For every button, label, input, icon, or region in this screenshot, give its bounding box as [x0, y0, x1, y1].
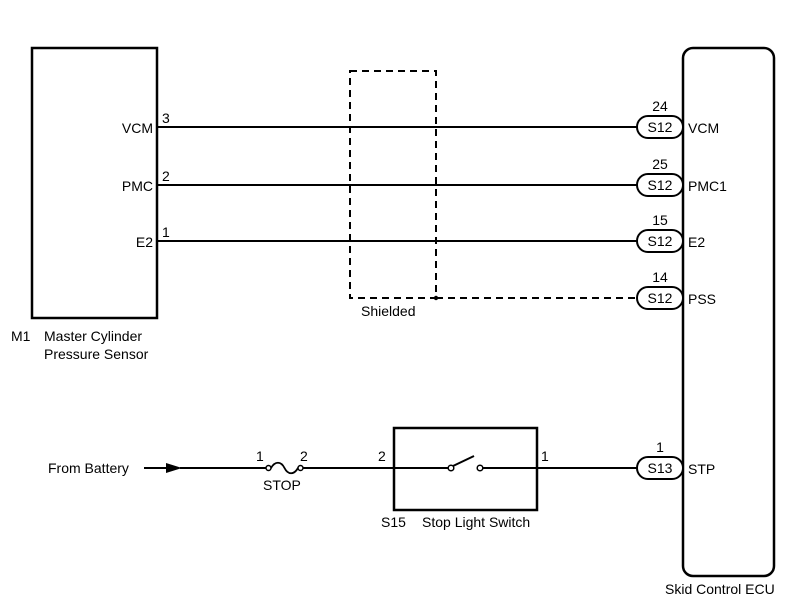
ecu-connector-pmc1: S12 25 PMC1 — [636, 156, 727, 197]
fuse-pin-left: 1 — [256, 448, 264, 464]
ecu-pin-label: E2 — [688, 234, 705, 250]
sensor-pin-number-3: 3 — [162, 110, 170, 126]
connector-code: S13 — [648, 460, 673, 476]
ecu-connector-stp: S13 1 STP — [636, 439, 715, 480]
connector-pill — [636, 229, 684, 253]
arrow-right-icon — [166, 463, 182, 473]
fuse-pin-right: 2 — [300, 448, 308, 464]
connector-code: S12 — [648, 119, 673, 135]
ecu-pin-number: 25 — [652, 156, 668, 172]
connector-pill — [636, 115, 684, 139]
switch-contact-left — [447, 464, 455, 472]
switch-contact-right — [476, 464, 484, 472]
ecu-connector-vcm: S12 24 VCM — [636, 98, 719, 139]
ecu-pin-number: 14 — [652, 269, 668, 285]
fuse-icon — [270, 461, 299, 475]
ecu-connector-pss: S12 14 PSS — [636, 269, 716, 310]
sensor-pin-label-vcm: VCM — [122, 120, 153, 136]
ecu-pin-number: 24 — [652, 98, 668, 114]
ecu-pin-label: PMC1 — [688, 178, 727, 194]
sensor-pin-label-pmc: PMC — [122, 178, 153, 194]
sensor-pin-number-2: 2 — [162, 168, 170, 184]
connector-pill — [636, 286, 684, 310]
ecu-box — [681, 46, 776, 578]
ecu-connector-e2: S12 15 E2 — [636, 212, 705, 253]
switch-pin-left: 2 — [378, 448, 386, 464]
sensor-pin-label-e2: E2 — [136, 234, 153, 250]
fuse-name: STOP — [263, 477, 301, 493]
sensor-pin-number-1: 1 — [162, 224, 170, 240]
fuse-stop: 1 2 STOP — [256, 448, 308, 493]
shield-junction-dot — [433, 295, 439, 301]
ecu-pin-label: PSS — [688, 291, 716, 307]
switch-pin-right: 1 — [541, 448, 549, 464]
shield-label: Shielded — [361, 303, 416, 319]
ecu-pin-number: 1 — [656, 439, 664, 455]
stop-light-switch: 2 1 S15 Stop Light Switch — [378, 426, 549, 530]
switch-name: Stop Light Switch — [422, 514, 530, 530]
switch-code: S15 — [381, 514, 406, 530]
sensor-code: M1 — [11, 328, 31, 344]
connector-code: S12 — [648, 290, 673, 306]
ecu-pin-label: STP — [688, 461, 715, 477]
sensor-box — [30, 46, 159, 320]
sensor-name-line1: Master Cylinder — [44, 328, 142, 344]
battery-label: From Battery — [48, 460, 129, 476]
fuse-terminal-left — [265, 464, 272, 472]
sensor-name-line2: Pressure Sensor — [44, 346, 149, 362]
connector-code: S12 — [648, 233, 673, 249]
shield-box — [349, 70, 437, 299]
switch-lever-icon — [452, 455, 475, 467]
ecu-pin-number: 15 — [652, 212, 668, 228]
fuse-terminal-right — [297, 464, 304, 472]
connector-pill — [636, 173, 684, 197]
connector-code: S12 — [648, 177, 673, 193]
ecu-name: Skid Control ECU — [665, 581, 775, 597]
ecu-pin-label: VCM — [688, 120, 719, 136]
